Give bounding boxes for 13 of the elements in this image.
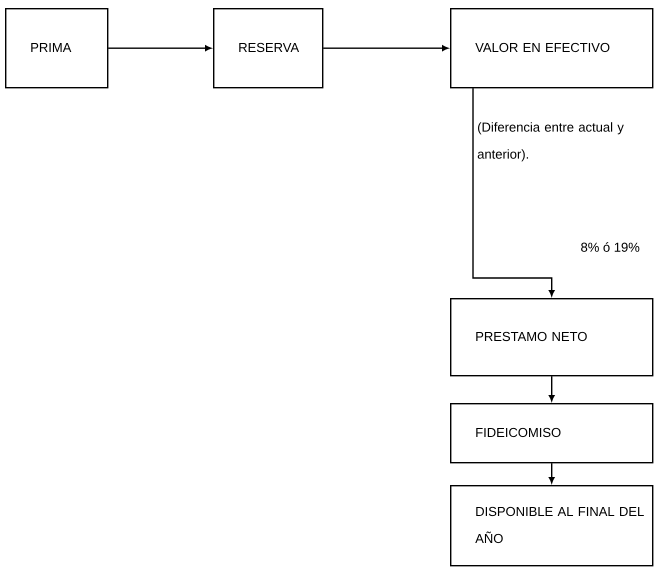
process-box: DISPONIBLE AL FINAL DEL AÑO	[450, 485, 654, 566]
arrow	[548, 376, 555, 402]
arrow	[108, 45, 212, 52]
process-box: PRIMA	[5, 8, 108, 88]
process-box: RESERVA	[213, 8, 324, 88]
process-box: PRESTAMO NETO	[450, 298, 654, 376]
arrow	[323, 45, 448, 52]
rate-text: 8% ó 19%	[581, 242, 640, 252]
arrow	[548, 463, 555, 484]
arrow	[472, 88, 555, 296]
process-box: VALOR EN EFECTIVO	[450, 8, 654, 88]
note-text: (Diferencia entre actual y anterior).	[478, 122, 624, 162]
process-box: FIDEICOMISO	[450, 403, 654, 464]
